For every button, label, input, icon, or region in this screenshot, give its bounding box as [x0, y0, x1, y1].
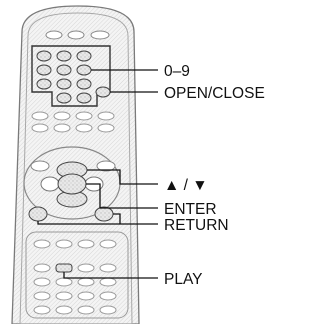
- number-key: [36, 64, 52, 76]
- label-digits: 0–9: [164, 63, 190, 80]
- leader-enter: [86, 183, 158, 209]
- number-key: [56, 78, 72, 90]
- remote-button: [45, 30, 63, 40]
- label-return: RETURN: [164, 217, 229, 234]
- leader-up-down: [87, 169, 158, 185]
- lower-panel: [25, 231, 129, 319]
- lower-buttons: [33, 239, 117, 315]
- label-enter: ENTER: [164, 201, 217, 218]
- leader-return-right: [113, 213, 121, 224]
- remote-button: [90, 30, 110, 40]
- top-buttons: [45, 30, 110, 40]
- number-key: [56, 64, 72, 76]
- number-key: [36, 78, 52, 90]
- return-key-left[interactable]: [28, 206, 48, 222]
- open-close-key[interactable]: [95, 86, 111, 98]
- side-buttons: [30, 160, 116, 172]
- number-key: [76, 78, 92, 90]
- number-key: [76, 50, 92, 62]
- remote-button: [67, 30, 85, 40]
- middle-buttons: [31, 111, 115, 133]
- number-key: [76, 64, 92, 76]
- leader-lines: [37, 69, 158, 279]
- return-key-right[interactable]: [94, 206, 114, 222]
- play-key[interactable]: [55, 263, 73, 273]
- number-key: [56, 50, 72, 62]
- number-keypad-outline: [31, 45, 111, 107]
- number-key: [76, 92, 92, 104]
- enter-key[interactable]: [57, 173, 87, 195]
- number-key: [56, 92, 72, 104]
- leader-play: [63, 272, 158, 279]
- left-key: [40, 176, 60, 192]
- label-open-close: OPEN/CLOSE: [164, 85, 265, 102]
- number-key: [36, 50, 52, 62]
- label-up-down: ▲ / ▼: [164, 177, 208, 194]
- leader-return: [37, 221, 158, 225]
- number-keys[interactable]: [36, 50, 92, 104]
- label-play: PLAY: [164, 271, 203, 288]
